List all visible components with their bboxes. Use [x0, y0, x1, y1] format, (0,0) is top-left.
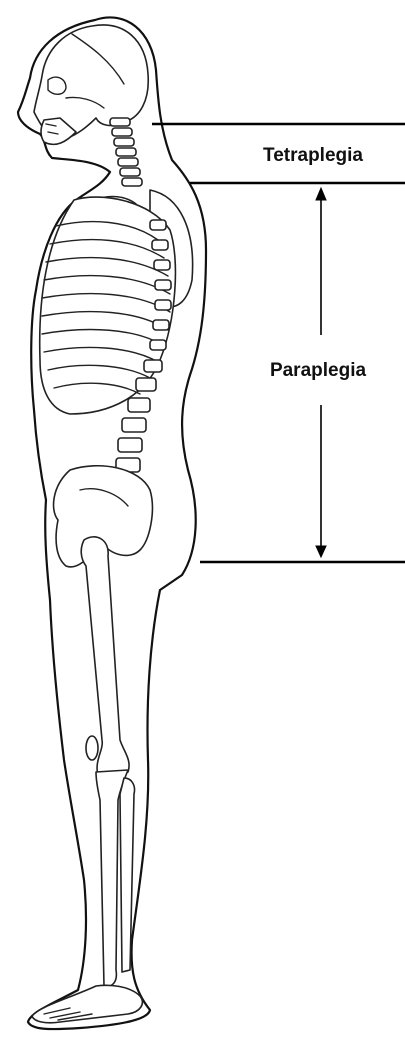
skeleton	[32, 25, 193, 1023]
tetraplegia-label: Tetraplegia	[263, 145, 363, 166]
cervical-spine	[110, 118, 142, 186]
paraplegia-label: Paraplegia	[270, 360, 367, 381]
patella	[86, 736, 98, 760]
